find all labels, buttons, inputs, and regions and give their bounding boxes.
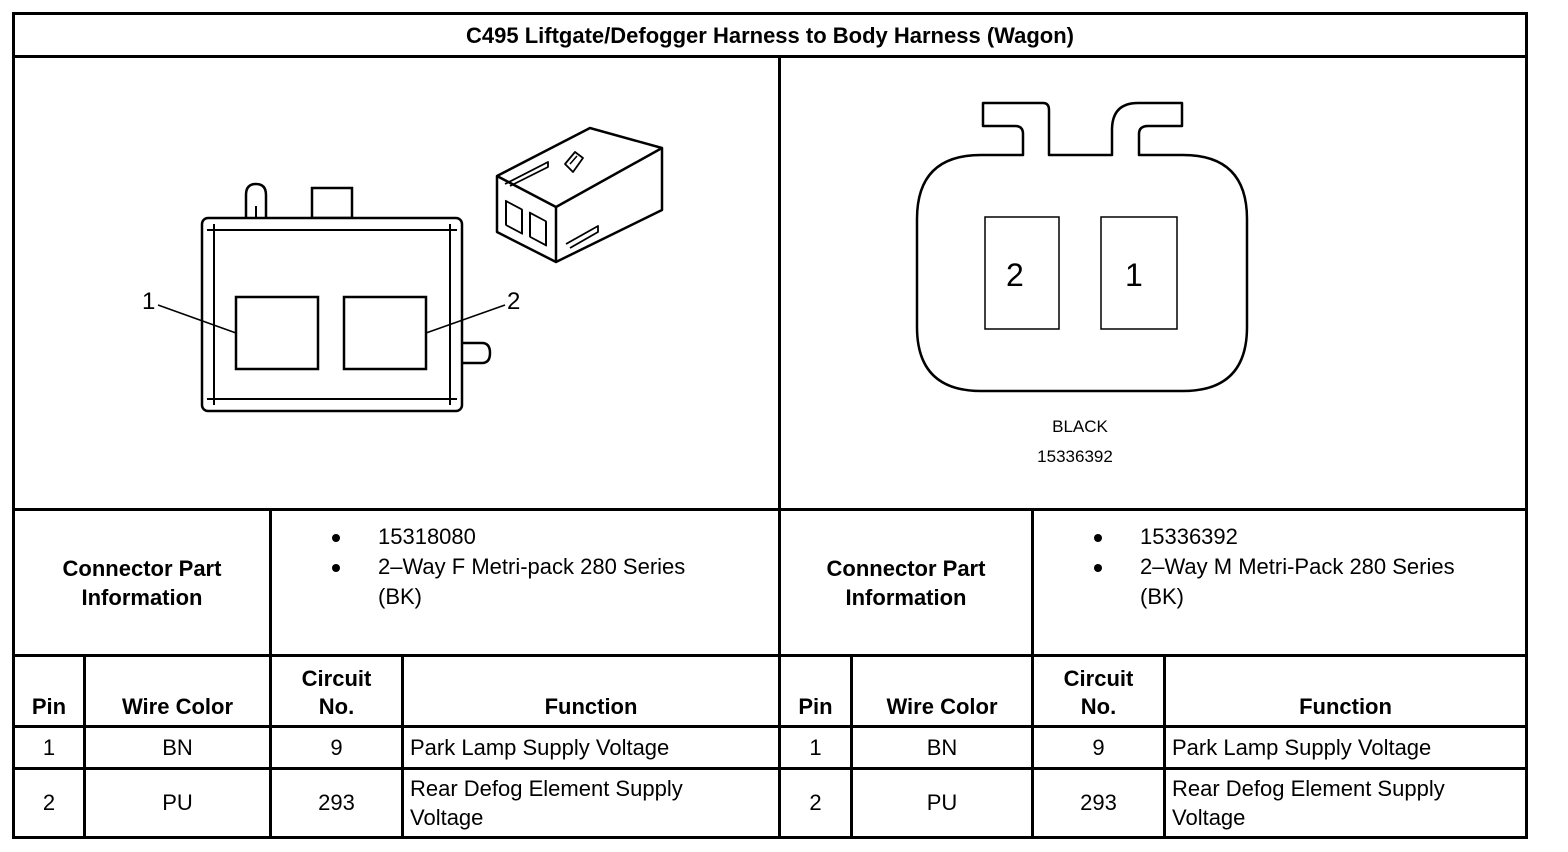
- row-divider: [12, 767, 1528, 770]
- left-col-div-3: [401, 654, 404, 839]
- table-cell: 2: [809, 790, 822, 815]
- pin-label-2: 2: [507, 288, 521, 315]
- leader-line-2: [425, 304, 506, 334]
- table-cell: 9: [1092, 734, 1105, 760]
- female-connector-diagram: [157, 126, 664, 413]
- left-info-item: 15318080: [272, 522, 772, 552]
- frame-top: [12, 12, 1528, 15]
- cavity-right-2: [984, 216, 1060, 330]
- page-title: C495 Liftgate/Defogger Harness to Body H…: [466, 23, 1074, 48]
- table-cell: BN: [162, 734, 193, 760]
- table-cell: PU: [926, 790, 958, 815]
- right-header-circuit: Circuit No.: [1063, 666, 1134, 719]
- table-cell: BN: [926, 734, 958, 760]
- side-tab: [462, 341, 492, 365]
- connector-color-label: BLACK: [1052, 417, 1108, 436]
- info-divider: [12, 654, 1528, 657]
- left-info-list: 15318080 2–Way F Metri-pack 280 Series (…: [272, 522, 772, 612]
- cavity-1: [234, 295, 320, 371]
- frame-right: [1525, 12, 1528, 839]
- right-col-div-2: [1031, 654, 1034, 839]
- diagram-divider: [12, 508, 1528, 511]
- table-cell: Rear Defog Element Supply Voltage: [410, 776, 683, 830]
- table-cell: 293: [318, 790, 355, 815]
- left-header-circuit: Circuit No.: [301, 666, 372, 719]
- right-info-label: Connector Part Information: [826, 555, 986, 610]
- frame-left: [12, 12, 15, 839]
- table-cell: 293: [1080, 790, 1117, 815]
- connector-part-label: 15336392: [1037, 447, 1113, 466]
- latch-tab: [244, 182, 268, 222]
- right-header-pin: Pin: [798, 694, 833, 719]
- header-divider: [12, 725, 1528, 728]
- cavity-label-2: 2: [1006, 257, 1024, 293]
- leader-line-1: [157, 304, 237, 334]
- right-col-div-3: [1163, 654, 1166, 839]
- bullet-icon: [332, 534, 340, 542]
- bullet-icon: [332, 564, 340, 572]
- connector-iso-icon: [495, 126, 664, 264]
- right-info-item: 15336392: [1034, 522, 1524, 552]
- table-cell: Park Lamp Supply Voltage: [1172, 735, 1432, 760]
- cavity-right-1: [1100, 216, 1178, 330]
- table-cell: Rear Defog Element Supply Voltage: [1172, 776, 1445, 830]
- table-cell: 1: [809, 734, 822, 760]
- left-info-label: Connector Part Information: [62, 555, 222, 610]
- male-connector-diagram: [915, 101, 1249, 393]
- right-header-function: Function: [1299, 694, 1392, 719]
- table-cell: 1: [42, 734, 56, 760]
- bullet-icon: [1094, 534, 1102, 542]
- cavity-label-1: 1: [1125, 257, 1143, 293]
- left-header-wire-color: Wire Color: [121, 694, 234, 719]
- pin-label-1: 1: [142, 288, 156, 315]
- center-divider: [778, 55, 781, 839]
- left-info-item: 2–Way F Metri-pack 280 Series (BK): [272, 552, 772, 612]
- frame-bottom: [12, 836, 1528, 839]
- table-cell: Park Lamp Supply Voltage: [410, 735, 670, 760]
- right-header-wire-color: Wire Color: [886, 694, 998, 719]
- left-col-div-2: [269, 654, 272, 839]
- table-cell: 9: [330, 734, 343, 760]
- right-info-divider: [1031, 508, 1034, 657]
- left-col-div-1: [83, 654, 86, 839]
- cavity-2: [342, 295, 428, 371]
- bullet-icon: [1094, 564, 1102, 572]
- left-info-divider: [269, 508, 272, 657]
- connector-outline: [915, 101, 1249, 393]
- left-header-function: Function: [544, 694, 638, 719]
- title-divider: [12, 55, 1528, 58]
- right-info-list: 15336392 2–Way M Metri-Pack 280 Series (…: [1034, 522, 1524, 612]
- right-col-div-1: [850, 654, 853, 839]
- left-header-pin: Pin: [31, 694, 67, 719]
- table-cell: 2: [42, 790, 56, 815]
- right-info-item: 2–Way M Metri-Pack 280 Series (BK): [1034, 552, 1524, 612]
- table-cell: PU: [162, 790, 193, 815]
